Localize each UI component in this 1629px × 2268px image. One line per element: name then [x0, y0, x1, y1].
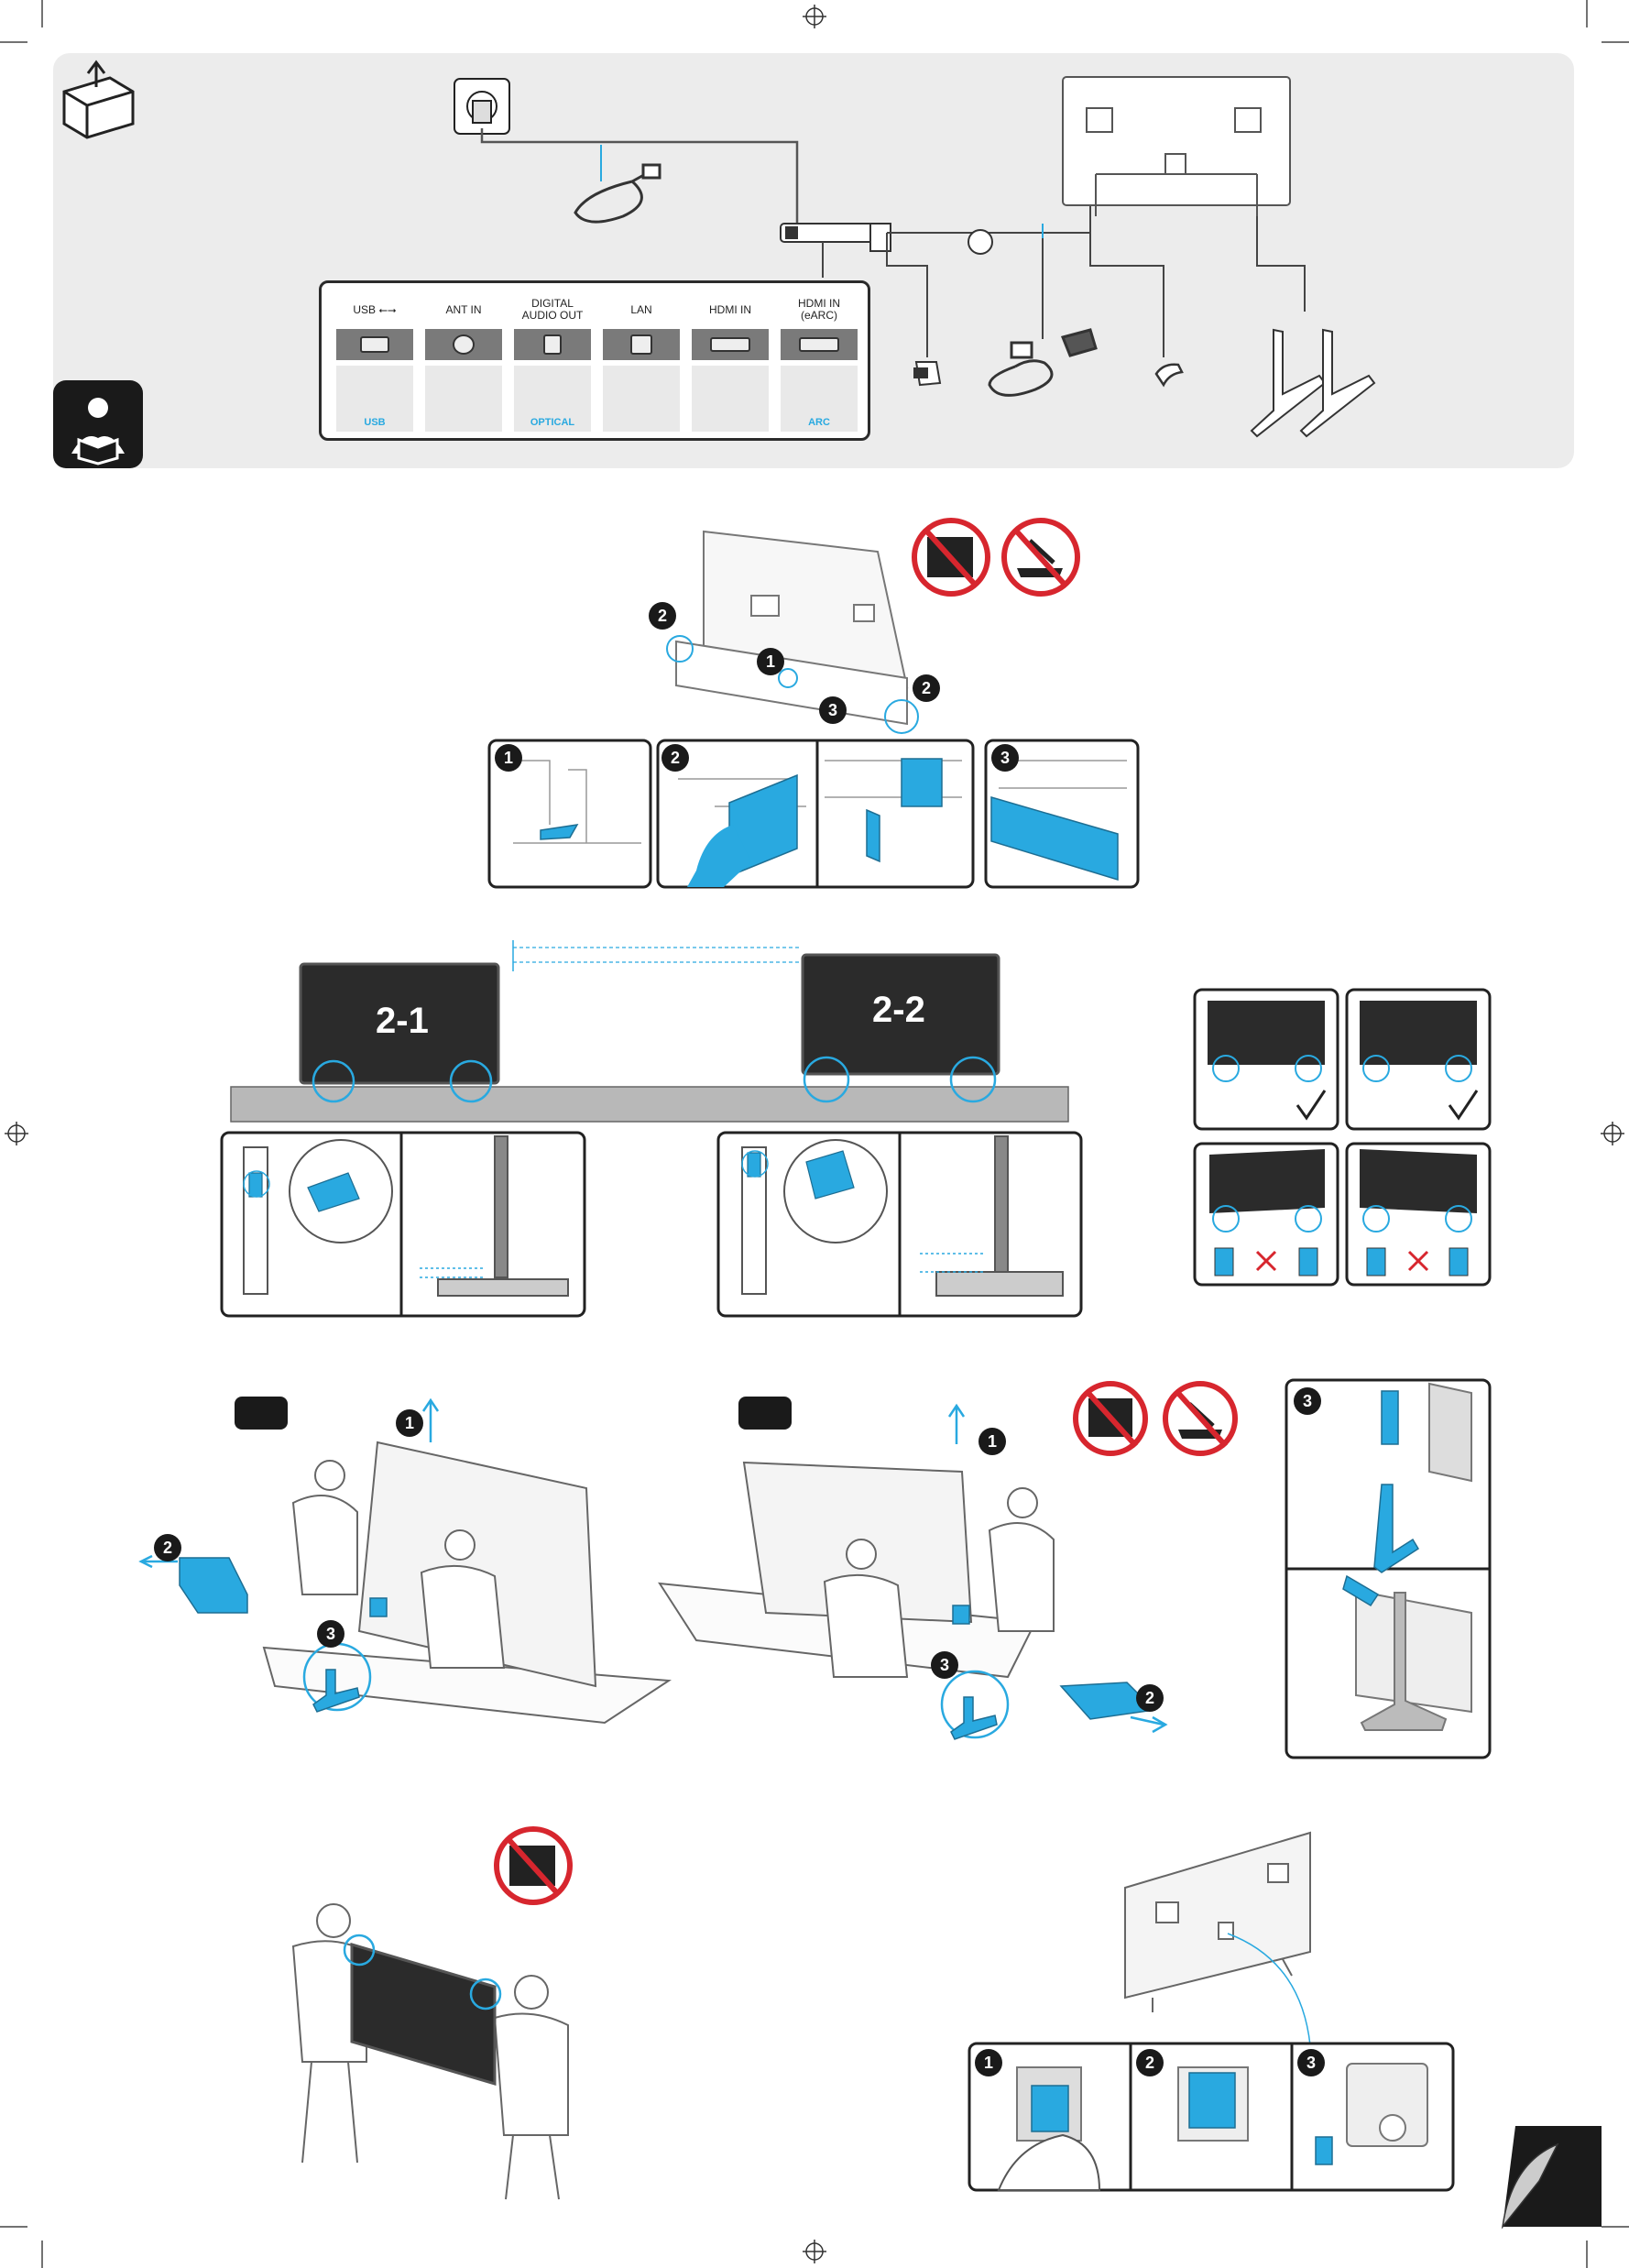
- no-impact-warning-icon: [912, 518, 990, 597]
- port-usb: USB ⭠⭢ USB: [336, 294, 413, 432]
- tv-height-comparison-illustration: [230, 940, 1069, 1123]
- step-number-1: 1: [978, 1428, 1006, 1455]
- unbox-icon: [62, 60, 135, 139]
- stand-legs-icon: [1250, 328, 1376, 438]
- port-table: USB ⭠⭢ USB ANT IN DIGITAL AUDIO OUT OPTI…: [319, 280, 870, 441]
- tv-in-packaging-illustration: [675, 530, 909, 726]
- no-impact-warning-icon: [1073, 1381, 1148, 1456]
- step-number-2: 2: [1136, 2049, 1164, 2076]
- port-hdmi: HDMI IN: [692, 294, 769, 432]
- port-optical-label: DIGITAL AUDIO OUT: [521, 297, 584, 322]
- step-number-2: 2: [649, 602, 676, 630]
- hdmi-icon: [692, 366, 769, 432]
- cable-holder-icon: [1154, 363, 1184, 388]
- highlight-circles: [666, 635, 919, 734]
- lan-icon: [603, 366, 680, 432]
- port-lan: LAN: [603, 294, 680, 432]
- option-box-label: [738, 1397, 792, 1430]
- port-ant-in: ANT IN: [425, 294, 502, 432]
- step-number-2: 2: [1136, 1684, 1164, 1712]
- step-number-1: 1: [495, 744, 522, 772]
- registration-mark-icon: [5, 5, 1624, 2263]
- check-mark-icon: [1296, 1090, 1327, 1121]
- wall-outlet-icon: [454, 78, 510, 135]
- step-number-1: 1: [396, 1409, 423, 1437]
- tv-model-label-2-1: 2-1: [376, 1001, 429, 1041]
- step-number-2: 2: [154, 1534, 181, 1561]
- port-optical-sub: OPTICAL: [530, 417, 575, 428]
- step-number-3: 3: [1294, 1387, 1321, 1415]
- tv-rear-icon: [1062, 76, 1291, 216]
- no-sharp-tool-warning-icon: [1001, 518, 1080, 597]
- read-manual-icon: [53, 380, 143, 468]
- install-stand-illustration-b: [658, 1461, 1055, 1679]
- step-number-3: 3: [1297, 2049, 1325, 2076]
- step-number-3: 3: [819, 696, 847, 724]
- install-stand-illustration-a: [262, 1441, 672, 1725]
- step-number-1: 1: [757, 648, 784, 675]
- port-usb-sub: USB: [364, 417, 386, 428]
- step-number-2: 2: [913, 674, 940, 702]
- option-box-label: [235, 1397, 288, 1430]
- antenna-icon: [425, 366, 502, 432]
- step-number-2: 2: [661, 744, 689, 772]
- usb-icon: USB: [336, 366, 413, 432]
- check-mark-icon: [1448, 1090, 1479, 1121]
- hdmi-arc-icon: ARC: [781, 366, 858, 432]
- port-optical: DIGITAL AUDIO OUT OPTICAL: [514, 294, 591, 432]
- carry-tv-illustration: [291, 1903, 569, 2200]
- power-cable-icon: [574, 163, 661, 224]
- step-number-3: 3: [931, 1651, 958, 1679]
- cable-connection-illustration: [1124, 1831, 1311, 2012]
- step-number-3: 3: [317, 1620, 344, 1648]
- one-connect-cable-icon: [988, 328, 1098, 397]
- port-hdmi-earc: HDMI IN (eARC) ARC: [781, 294, 858, 432]
- step-number-3: 3: [991, 744, 1019, 772]
- port-usb-label: USB ⭠⭢: [353, 302, 397, 316]
- no-impact-warning-icon: [494, 1826, 573, 1905]
- one-connect-box-icon: [780, 223, 891, 252]
- step-number-1: 1: [975, 2049, 1002, 2076]
- port-hdmi-earc-label: HDMI IN (eARC): [798, 297, 840, 322]
- stand-alignment-check-grid: [1193, 988, 1492, 1287]
- port-hdmi-label: HDMI IN: [709, 302, 751, 316]
- clip-icon: [913, 361, 942, 387]
- page-curl-icon: [1501, 2126, 1602, 2230]
- optical-icon: OPTICAL: [514, 366, 591, 432]
- no-sharp-tool-warning-icon: [1163, 1381, 1238, 1456]
- cross-mark-icon: [1255, 1250, 1429, 1272]
- port-ant-label: ANT IN: [445, 302, 482, 316]
- port-hdmi-earc-sub: ARC: [808, 417, 830, 428]
- tv-model-label-2-2: 2-2: [872, 990, 925, 1030]
- port-lan-label: LAN: [630, 302, 652, 316]
